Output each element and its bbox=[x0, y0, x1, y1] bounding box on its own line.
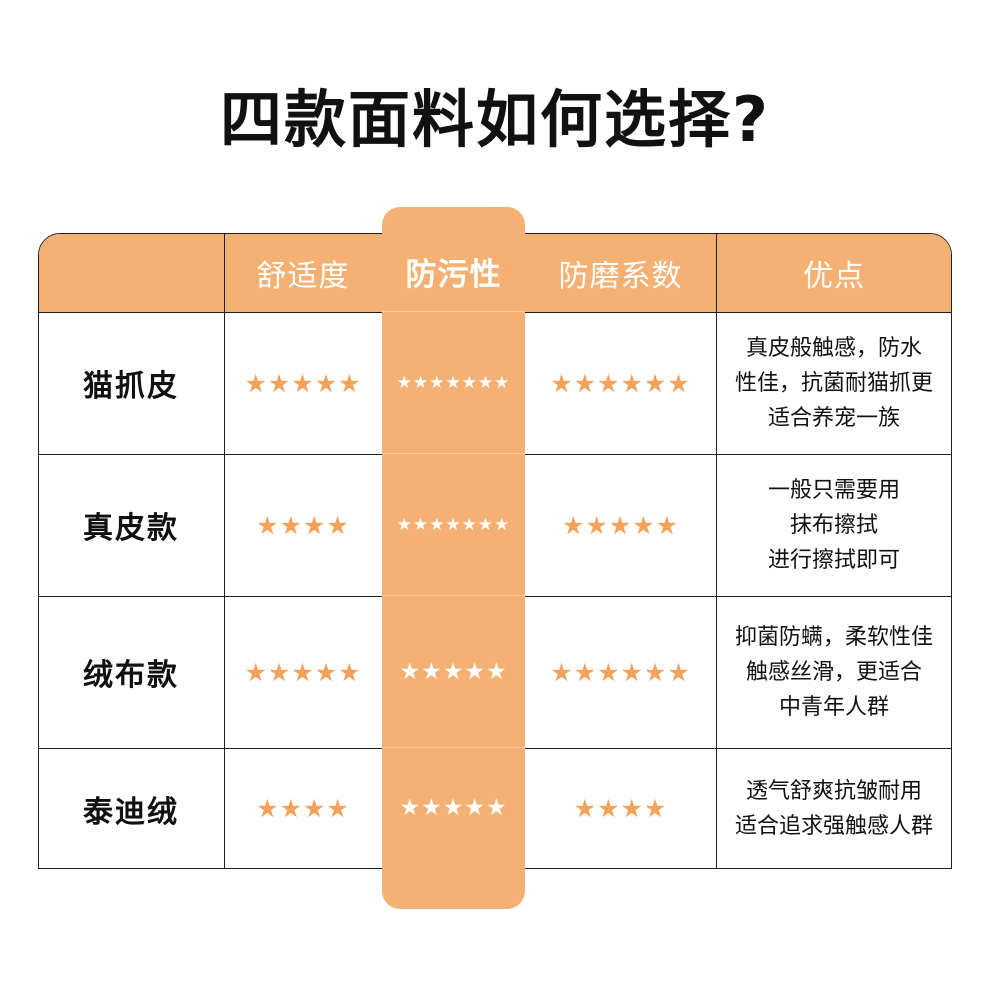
star-icon: ★ bbox=[620, 794, 644, 823]
star-icon: ★ bbox=[620, 368, 644, 398]
star-icon: ★ bbox=[667, 368, 691, 398]
star-icon: ★ bbox=[256, 794, 280, 823]
row-label-taidirong: 泰迪绒 bbox=[83, 794, 179, 830]
star-icon: ★ bbox=[597, 368, 621, 398]
wear-rating: ★★★★★ bbox=[525, 454, 716, 596]
star-icon: ★ bbox=[279, 510, 303, 540]
star-icon: ★ bbox=[326, 510, 350, 540]
stain-rating: ★★★★★ bbox=[382, 596, 525, 748]
star-icon: ★ bbox=[655, 510, 680, 540]
star-icon: ★ bbox=[421, 658, 443, 685]
star-icon: ★ bbox=[429, 514, 446, 535]
row-label-maozhuapi: 猫抓皮 bbox=[83, 369, 179, 404]
star-icon: ★ bbox=[326, 794, 350, 823]
highlight-column-stain bbox=[382, 207, 525, 909]
star-icon: ★ bbox=[550, 657, 574, 687]
comfort-rating: ★★★★ bbox=[224, 454, 382, 596]
header-advantage: 优点 bbox=[803, 258, 865, 294]
stain-rating: ★★★★★★★ bbox=[382, 454, 525, 596]
star-icon: ★ bbox=[477, 372, 495, 393]
page-title: 四款面料如何选择? bbox=[220, 83, 770, 156]
row-label-rongbu: 绒布款 bbox=[83, 658, 179, 693]
star-icon: ★ bbox=[291, 657, 315, 687]
advantage-text: 透气舒爽抗皱耐用 适合追求强触感人群 bbox=[734, 778, 933, 839]
advantage-cell: 一般只需要用 抹布擦拭 进行擦拭即可 bbox=[716, 454, 952, 596]
wear-rating: ★★★★★★ bbox=[525, 312, 716, 454]
column-divider bbox=[224, 234, 225, 868]
star-icon: ★ bbox=[421, 795, 443, 821]
star-icon: ★ bbox=[244, 368, 268, 398]
star-icon: ★ bbox=[643, 794, 668, 823]
star-icon: ★ bbox=[477, 514, 495, 535]
star-icon: ★ bbox=[461, 514, 478, 535]
advantage-text: 抑菌防螨，柔软性佳 触感丝滑，更适合 中青年人群 bbox=[734, 624, 933, 720]
star-icon: ★ bbox=[632, 510, 656, 540]
star-icon: ★ bbox=[464, 795, 486, 821]
star-icon: ★ bbox=[494, 372, 511, 393]
star-icon: ★ bbox=[412, 372, 430, 393]
star-icon: ★ bbox=[244, 657, 268, 687]
star-icon: ★ bbox=[485, 795, 508, 821]
advantage-cell: 真皮般触感，防水 性佳，抗菌耐猫抓更 适合养宠一族 bbox=[716, 312, 952, 454]
comfort-rating: ★★★★ bbox=[224, 748, 382, 869]
header-stain: 防污性 bbox=[405, 256, 502, 293]
star-icon: ★ bbox=[303, 510, 327, 540]
wear-rating: ★★★★★★ bbox=[525, 596, 716, 748]
row-label-zhenpi: 真皮款 bbox=[83, 511, 179, 546]
stain-rating: ★★★★★★★ bbox=[382, 312, 525, 454]
star-icon: ★ bbox=[550, 368, 574, 398]
star-icon: ★ bbox=[597, 794, 621, 823]
star-icon: ★ bbox=[442, 795, 465, 821]
star-icon: ★ bbox=[464, 658, 486, 685]
wear-rating: ★★★★ bbox=[525, 748, 716, 869]
highlight-row-divider bbox=[382, 311, 525, 312]
star-icon: ★ bbox=[573, 794, 598, 823]
star-icon: ★ bbox=[314, 657, 339, 687]
star-icon: ★ bbox=[494, 514, 511, 535]
column-divider bbox=[716, 234, 717, 868]
advantage-cell: 抑菌防螨，柔软性佳 触感丝滑，更适合 中青年人群 bbox=[716, 596, 952, 748]
star-icon: ★ bbox=[429, 372, 446, 393]
star-icon: ★ bbox=[445, 372, 462, 393]
advantage-cell: 透气舒爽抗皱耐用 适合追求强触感人群 bbox=[716, 748, 952, 869]
star-icon: ★ bbox=[667, 657, 691, 687]
star-icon: ★ bbox=[338, 368, 362, 398]
advantage-text: 真皮般触感，防水 性佳，抗菌耐猫抓更 适合养宠一族 bbox=[734, 335, 933, 431]
star-icon: ★ bbox=[399, 658, 422, 685]
advantage-text: 一般只需要用 抹布擦拭 进行擦拭即可 bbox=[767, 477, 900, 573]
star-icon: ★ bbox=[291, 368, 315, 398]
header-wear: 防磨系数 bbox=[558, 258, 683, 294]
star-icon: ★ bbox=[256, 510, 280, 540]
comfort-rating: ★★★★★ bbox=[224, 312, 382, 454]
star-icon: ★ bbox=[338, 657, 362, 687]
star-icon: ★ bbox=[445, 514, 462, 535]
highlight-row-divider bbox=[382, 595, 525, 596]
star-icon: ★ bbox=[396, 372, 413, 393]
star-icon: ★ bbox=[279, 794, 303, 823]
header-comfort: 舒适度 bbox=[256, 258, 350, 294]
star-icon: ★ bbox=[461, 372, 478, 393]
highlight-row-divider bbox=[382, 453, 525, 454]
star-icon: ★ bbox=[314, 368, 339, 398]
star-icon: ★ bbox=[267, 657, 292, 687]
star-icon: ★ bbox=[643, 657, 668, 687]
star-icon: ★ bbox=[643, 368, 668, 398]
star-icon: ★ bbox=[608, 510, 633, 540]
comfort-rating: ★★★★★ bbox=[224, 596, 382, 748]
star-icon: ★ bbox=[303, 794, 327, 823]
star-icon: ★ bbox=[485, 658, 508, 685]
star-icon: ★ bbox=[573, 368, 598, 398]
star-icon: ★ bbox=[561, 510, 586, 540]
star-icon: ★ bbox=[267, 368, 292, 398]
star-icon: ★ bbox=[396, 514, 413, 535]
star-icon: ★ bbox=[412, 514, 430, 535]
star-icon: ★ bbox=[399, 795, 422, 821]
star-icon: ★ bbox=[442, 658, 465, 685]
star-icon: ★ bbox=[585, 510, 609, 540]
star-icon: ★ bbox=[620, 657, 644, 687]
star-icon: ★ bbox=[597, 657, 621, 687]
highlight-row-divider bbox=[382, 747, 525, 748]
star-icon: ★ bbox=[573, 657, 598, 687]
stain-rating: ★★★★★ bbox=[382, 748, 525, 869]
